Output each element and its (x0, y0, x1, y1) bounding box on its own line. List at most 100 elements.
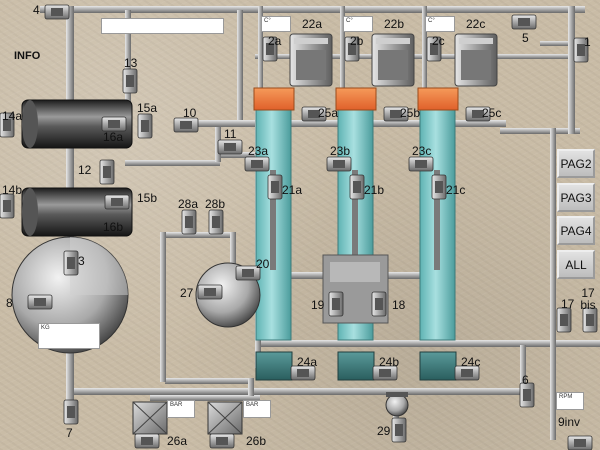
label-1: 1 (584, 35, 591, 49)
label-2a: 2a (268, 34, 282, 48)
extruder-cylinder-a (21, 99, 133, 149)
motor-8[interactable] (27, 294, 53, 310)
label-22a: 22a (302, 17, 323, 31)
valve-10[interactable] (173, 117, 199, 133)
valve-25c[interactable] (465, 106, 491, 122)
valve-28a[interactable] (181, 209, 197, 235)
temp-unit-c: C° (428, 18, 435, 24)
motor-21c[interactable] (431, 174, 447, 200)
motor-26b[interactable] (209, 433, 235, 449)
valve-6[interactable] (519, 382, 535, 408)
valve-14a[interactable] (0, 112, 15, 138)
motor-21b[interactable] (349, 174, 365, 200)
label-24a: 24a (297, 355, 318, 369)
motor-19[interactable] (328, 291, 344, 317)
label-15b: 15b (137, 191, 158, 205)
label-22c: 22c (466, 17, 486, 31)
motor-9inv[interactable] (567, 435, 593, 450)
label-11: 11 (224, 127, 237, 141)
label-15a: 15a (137, 101, 158, 115)
label-8: 8 (6, 296, 13, 310)
valve-16a[interactable] (101, 116, 127, 132)
label-14b: 14b (2, 183, 23, 197)
valve-24c[interactable] (454, 365, 480, 381)
valve-2b[interactable] (344, 36, 360, 62)
pressure-unit-b: BAR (246, 402, 259, 408)
weight-display: KG (38, 323, 100, 349)
label-29: 29 (377, 424, 391, 438)
valve-5[interactable] (511, 14, 537, 30)
label-28a: 28a (178, 197, 199, 211)
label-12: 12 (78, 163, 92, 177)
motor-22b[interactable] (371, 33, 415, 87)
label-20: 20 (256, 257, 270, 271)
temp-unit-b: C° (346, 18, 353, 24)
motor-22c[interactable] (454, 33, 498, 87)
valve-29[interactable] (391, 417, 407, 443)
valve-4[interactable] (44, 4, 70, 20)
valve-23c[interactable] (408, 156, 434, 172)
valve-25b[interactable] (383, 106, 409, 122)
valve-12[interactable] (99, 159, 115, 185)
hopper-c (419, 351, 457, 381)
pressure-display-a: BAR (167, 400, 195, 418)
valve-3[interactable] (63, 250, 79, 276)
motor-21a[interactable] (267, 174, 283, 200)
temp-unit-a: C° (264, 18, 271, 24)
pressure-display-b: BAR (243, 400, 271, 418)
label-6: 6 (522, 373, 529, 387)
label-24b: 24b (379, 355, 400, 369)
motor-22a[interactable] (289, 33, 333, 87)
motor-18[interactable] (371, 291, 387, 317)
valve-24b[interactable] (372, 365, 398, 381)
label-9inv: 9inv (558, 415, 581, 429)
valve-13[interactable] (122, 68, 138, 94)
status-display (101, 18, 224, 34)
valve-23a[interactable] (244, 156, 270, 172)
label-7: 7 (66, 426, 73, 440)
valve-2c[interactable] (426, 36, 442, 62)
extruder-cylinder-b (21, 187, 133, 237)
valve-15a[interactable] (137, 113, 153, 139)
valve-17[interactable] (556, 307, 572, 333)
label-5: 5 (522, 31, 529, 45)
label-16b: 16b (103, 220, 124, 234)
valve-7[interactable] (63, 399, 79, 425)
gearbox-cover (330, 262, 380, 282)
label-22b: 22b (384, 17, 405, 31)
label-21a: 21a (282, 183, 303, 197)
label-3: 3 (78, 254, 85, 268)
mixing-tank-a (253, 87, 295, 341)
all-pages-button[interactable]: ALL (557, 250, 595, 279)
label-28b: 28b (205, 197, 226, 211)
page3-button[interactable]: PAG3 (557, 183, 595, 212)
label-27: 27 (180, 286, 194, 300)
valve-1[interactable] (573, 37, 589, 63)
info-link[interactable]: INFO (14, 50, 41, 62)
page2-button[interactable]: PAG2 (557, 149, 595, 178)
temp-display-a: C° (261, 16, 291, 32)
label-14a: 14a (2, 109, 23, 123)
label-21c: 21c (446, 183, 466, 197)
page4-button[interactable]: PAG4 (557, 216, 595, 245)
label-25b: 25b (400, 106, 421, 120)
valve-14b[interactable] (0, 193, 15, 219)
valve-2a[interactable] (262, 36, 278, 62)
motor-27[interactable] (197, 284, 223, 300)
motor-26a[interactable] (134, 433, 160, 449)
pressure-unit-a: BAR (170, 402, 183, 408)
valve-24a[interactable] (290, 365, 316, 381)
valve-20[interactable] (235, 265, 261, 281)
label-26a: 26a (167, 434, 188, 448)
label-19: 19 (311, 298, 325, 312)
valve-17bis[interactable] (582, 307, 598, 333)
label-16a: 16a (103, 130, 124, 144)
valve-11[interactable] (217, 139, 243, 155)
valve-23b[interactable] (326, 156, 352, 172)
valve-28b[interactable] (208, 209, 224, 235)
label-13: 13 (124, 56, 138, 70)
label-23c: 23c (412, 144, 432, 158)
valve-25a[interactable] (301, 106, 327, 122)
label-26b: 26b (246, 434, 267, 448)
valve-15b[interactable] (104, 194, 130, 210)
